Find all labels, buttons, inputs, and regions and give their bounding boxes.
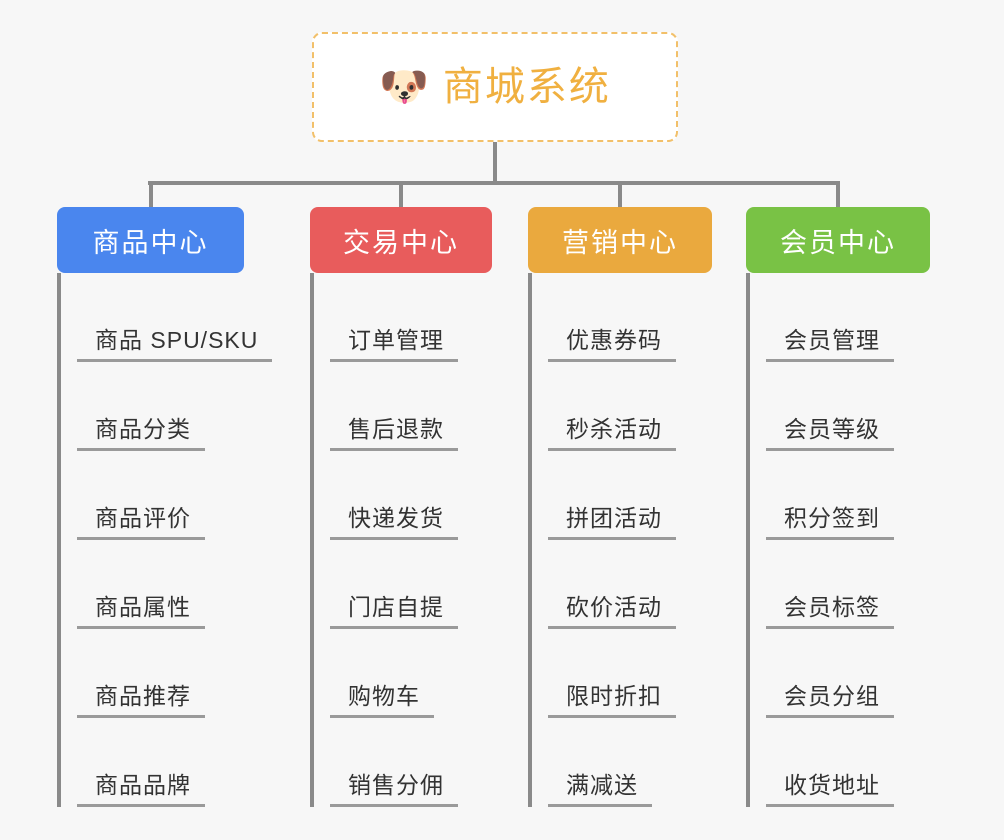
branch-stem-marketing-center — [618, 181, 622, 211]
leaf-item[interactable]: 收货地址 — [766, 718, 930, 807]
leaf-item-label: 拼团活动 — [548, 505, 676, 540]
branch-product-center: 商品中心商品 SPU/SKU 商品分类商品评价商品属性商品推荐商品品牌 — [57, 207, 273, 807]
branch-bus-connector — [148, 181, 840, 185]
root-stem-connector — [493, 142, 497, 184]
leaf-item[interactable]: 商品分类 — [77, 362, 244, 451]
leaf-item-label: 积分签到 — [766, 505, 894, 540]
leaf-item[interactable]: 限时折扣 — [548, 629, 712, 718]
leaf-item-label: 秒杀活动 — [548, 416, 676, 451]
dog-face-icon: 🐶 — [379, 64, 429, 110]
leaf-item-label: 售后退款 — [330, 416, 458, 451]
leaf-item-label: 购物车 — [330, 683, 434, 718]
leaf-list-trade-center: 订单管理售后退款快递发货门店自提购物车销售分佣 — [310, 273, 492, 807]
leaf-item[interactable]: 积分签到 — [766, 451, 930, 540]
leaf-item-label: 门店自提 — [330, 594, 458, 629]
leaf-list-product-center: 商品 SPU/SKU 商品分类商品评价商品属性商品推荐商品品牌 — [57, 273, 273, 807]
leaf-item-label: 商品 SPU/SKU — [77, 327, 273, 362]
branch-header-label: 营销中心 — [562, 227, 678, 258]
leaf-item[interactable]: 秒杀活动 — [548, 362, 712, 451]
leaf-item[interactable]: 商品 SPU/SKU — [77, 273, 273, 362]
branch-marketing-center: 营销中心优惠券码秒杀活动拼团活动砍价活动限时折扣满减送 — [528, 207, 712, 807]
leaf-item[interactable]: 订单管理 — [330, 273, 492, 362]
leaf-item-label: 商品品牌 — [77, 772, 205, 807]
leaf-list-marketing-center: 优惠券码秒杀活动拼团活动砍价活动限时折扣满减送 — [528, 273, 712, 807]
leaf-item-label: 商品评价 — [77, 505, 205, 540]
leaf-item[interactable]: 会员等级 — [766, 362, 930, 451]
branch-header-label: 会员中心 — [780, 227, 896, 258]
leaf-item[interactable]: 快递发货 — [330, 451, 492, 540]
leaf-item-label: 会员管理 — [766, 327, 894, 362]
root-node[interactable]: 🐶 商城系统 — [312, 32, 678, 142]
leaf-item[interactable]: 购物车 — [330, 629, 492, 718]
branch-header-member-center[interactable]: 会员中心 — [746, 207, 930, 273]
branch-header-label: 交易中心 — [343, 227, 459, 258]
leaf-item[interactable]: 会员分组 — [766, 629, 930, 718]
leaf-item-label: 砍价活动 — [548, 594, 676, 629]
branch-trade-center: 交易中心订单管理售后退款快递发货门店自提购物车销售分佣 — [310, 207, 492, 807]
leaf-item[interactable]: 门店自提 — [330, 540, 492, 629]
leaf-item[interactable]: 销售分佣 — [330, 718, 492, 807]
branch-header-product-center[interactable]: 商品中心 — [57, 207, 244, 273]
leaf-item-label: 商品推荐 — [77, 683, 205, 718]
leaf-item[interactable]: 砍价活动 — [548, 540, 712, 629]
leaf-list-member-center: 会员管理会员等级积分签到会员标签会员分组收货地址 — [746, 273, 930, 807]
branch-stem-trade-center — [399, 181, 403, 211]
leaf-item-label: 商品分类 — [77, 416, 205, 451]
leaf-item[interactable]: 商品推荐 — [77, 629, 244, 718]
leaf-item[interactable]: 会员管理 — [766, 273, 930, 362]
branch-header-trade-center[interactable]: 交易中心 — [310, 207, 492, 273]
leaf-item-label: 快递发货 — [330, 505, 458, 540]
leaf-item-label: 会员等级 — [766, 416, 894, 451]
root-title: 商城系统 — [442, 65, 611, 109]
branch-stem-member-center — [836, 181, 840, 211]
leaf-item-label: 商品属性 — [77, 594, 205, 629]
leaf-item[interactable]: 商品评价 — [77, 451, 244, 540]
leaf-item-label: 会员分组 — [766, 683, 894, 718]
branch-stem-product-center — [148, 181, 153, 211]
branch-header-label: 商品中心 — [92, 227, 209, 258]
leaf-item[interactable]: 会员标签 — [766, 540, 930, 629]
leaf-item[interactable]: 商品属性 — [77, 540, 244, 629]
leaf-item-label: 收货地址 — [766, 772, 894, 807]
leaf-item[interactable]: 拼团活动 — [548, 451, 712, 540]
leaf-item[interactable]: 售后退款 — [330, 362, 492, 451]
leaf-item-label: 满减送 — [548, 772, 652, 807]
leaf-item-label: 订单管理 — [330, 327, 458, 362]
leaf-item-label: 会员标签 — [766, 594, 894, 629]
branch-header-marketing-center[interactable]: 营销中心 — [528, 207, 712, 273]
leaf-item-label: 销售分佣 — [330, 772, 458, 807]
branch-member-center: 会员中心会员管理会员等级积分签到会员标签会员分组收货地址 — [746, 207, 930, 807]
leaf-item[interactable]: 商品品牌 — [77, 718, 244, 807]
leaf-item[interactable]: 满减送 — [548, 718, 712, 807]
leaf-item-label: 优惠券码 — [548, 327, 676, 362]
leaf-item[interactable]: 优惠券码 — [548, 273, 712, 362]
leaf-item-label: 限时折扣 — [548, 683, 676, 718]
